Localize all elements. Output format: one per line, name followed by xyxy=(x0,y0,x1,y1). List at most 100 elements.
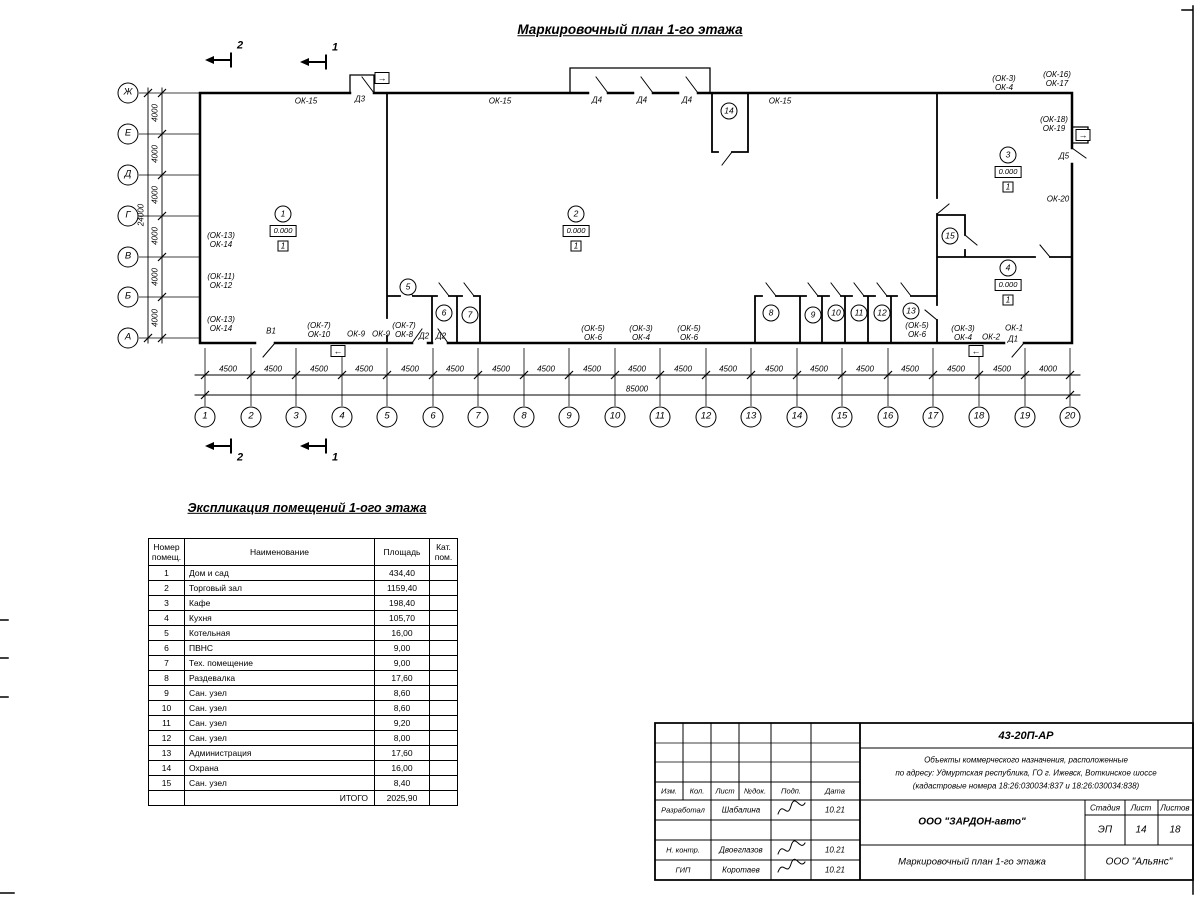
schedule-cell xyxy=(429,685,458,701)
sign-role-ncontrol: Н. контр. xyxy=(666,845,700,855)
dimension-label: 4500 xyxy=(947,364,965,374)
axis-bubble: 2 xyxy=(240,406,262,428)
schedule-cell: Сан. узел xyxy=(184,715,375,731)
schedule-column-header: Площадь xyxy=(374,538,430,566)
room-number-marker: 12 xyxy=(873,304,891,322)
dimension-tick xyxy=(157,211,167,221)
room-number-marker: 13 xyxy=(902,302,920,320)
dimension-tick xyxy=(883,370,893,380)
plan-label: (ОК-18) ОК-19 xyxy=(1040,114,1068,133)
plan-label: ОК-15 xyxy=(488,96,512,106)
schedule-cell xyxy=(429,775,458,791)
plan-label: ОК-15 xyxy=(294,96,318,106)
dimension-tick xyxy=(157,129,167,139)
dimension-label: 4000 xyxy=(150,104,160,122)
exit-arrow: ← xyxy=(330,345,346,357)
axis-bubble: 1 xyxy=(194,406,216,428)
section-arrow-line xyxy=(205,56,230,64)
dimension-label: 4500 xyxy=(628,364,646,374)
dimension-label: 4500 xyxy=(446,364,464,374)
schedule-cell: 8,00 xyxy=(374,730,430,746)
plan-label: (ОК-5) ОК-6 xyxy=(677,323,701,342)
plan-label: (ОК-13) ОК-14 xyxy=(207,230,235,249)
plan-label: ОК-2 xyxy=(981,332,1001,342)
sign-role-gip: ГИП xyxy=(675,865,691,875)
rev-header-data: Дата xyxy=(825,786,845,796)
dimension-tick xyxy=(246,370,256,380)
dimension-label: 4000 xyxy=(150,227,160,245)
schedule-cell: Тех. помещение xyxy=(184,655,375,671)
room-number-marker: 7 xyxy=(461,306,479,324)
plan-label: (ОК-3) ОК-4 xyxy=(951,323,975,342)
sheet-name: Маркировочный план 1-го этажа xyxy=(898,856,1046,868)
room-number-marker: 3 xyxy=(999,146,1017,164)
dimension-label: 4000 xyxy=(1039,364,1057,374)
floor-type-mark: 1 xyxy=(1002,294,1014,306)
sheet-frame xyxy=(0,5,1194,895)
room-number-marker: 5 xyxy=(399,278,417,296)
section-mark-tick xyxy=(230,438,232,454)
schedule-cell xyxy=(429,655,458,671)
dimension-tick xyxy=(200,390,210,400)
axis-bubble: В xyxy=(117,246,139,268)
sign-date-gip: 10.21 xyxy=(824,865,846,875)
schedule-cell: 9 xyxy=(148,685,185,701)
room-number-marker: 8 xyxy=(762,304,780,322)
schedule-cell xyxy=(429,565,458,581)
schedule-cell: Охрана xyxy=(184,760,375,776)
plan-label: ОК-9 xyxy=(346,329,366,339)
dimension-tick xyxy=(473,370,483,380)
axis-bubble: 5 xyxy=(376,406,398,428)
axis-bubble: 16 xyxy=(877,406,899,428)
dimension-tick xyxy=(1065,390,1075,400)
schedule-cell: Сан. узел xyxy=(184,730,375,746)
room-number-marker: 1 xyxy=(274,205,292,223)
axis-bubble: 6 xyxy=(422,406,444,428)
dimension-label: 4500 xyxy=(810,364,828,374)
room-number-marker: 11 xyxy=(850,304,868,322)
outer-walls xyxy=(198,91,1074,345)
dimension-tick xyxy=(610,370,620,380)
dimension-lines xyxy=(147,87,1081,396)
elevation-mark: 0.000 xyxy=(562,225,590,237)
dimension-label: 4500 xyxy=(856,364,874,374)
axis-bubble: Г xyxy=(117,205,139,227)
schedule-cell: 8,60 xyxy=(374,700,430,716)
rev-header-podp: Подп. xyxy=(781,786,801,796)
plan-label: (ОК-13) ОК-14 xyxy=(207,314,235,333)
section-mark-tick xyxy=(325,54,327,70)
axis-bubble: 7 xyxy=(467,406,489,428)
axis-bubble: 12 xyxy=(695,406,717,428)
plan-label: (ОК-5) ОК-6 xyxy=(581,323,605,342)
plan-label: (ОК-3) ОК-4 xyxy=(992,73,1016,92)
dimension-tick xyxy=(337,370,347,380)
schedule-cell: Администрация xyxy=(184,745,375,761)
titleblock-grid xyxy=(654,722,1194,881)
schedule-cell: 9,20 xyxy=(374,715,430,731)
axis-bubble: 10 xyxy=(604,406,626,428)
room-number-marker: 4 xyxy=(999,259,1017,277)
schedule-total-cell: 2025,90 xyxy=(374,790,430,806)
schedule-cell: 17,60 xyxy=(374,745,430,761)
dimension-total-label: 85000 xyxy=(625,384,649,394)
dimension-label: 4500 xyxy=(492,364,510,374)
dimension-label: 4500 xyxy=(993,364,1011,374)
dimension-tick xyxy=(143,88,153,98)
dimension-label: 4000 xyxy=(150,268,160,286)
exit-arrow: ← xyxy=(968,345,984,357)
room-number-marker: 15 xyxy=(941,227,959,245)
elevation-mark: 0.000 xyxy=(269,225,297,237)
schedule-cell: 2 xyxy=(148,580,185,596)
plan-label: (ОК-5) ОК-6 xyxy=(905,320,929,339)
axis-bubble: 8 xyxy=(513,406,535,428)
dimension-label: 4500 xyxy=(219,364,237,374)
floor-type-mark: 1 xyxy=(570,240,582,252)
schedule-cell xyxy=(429,610,458,626)
